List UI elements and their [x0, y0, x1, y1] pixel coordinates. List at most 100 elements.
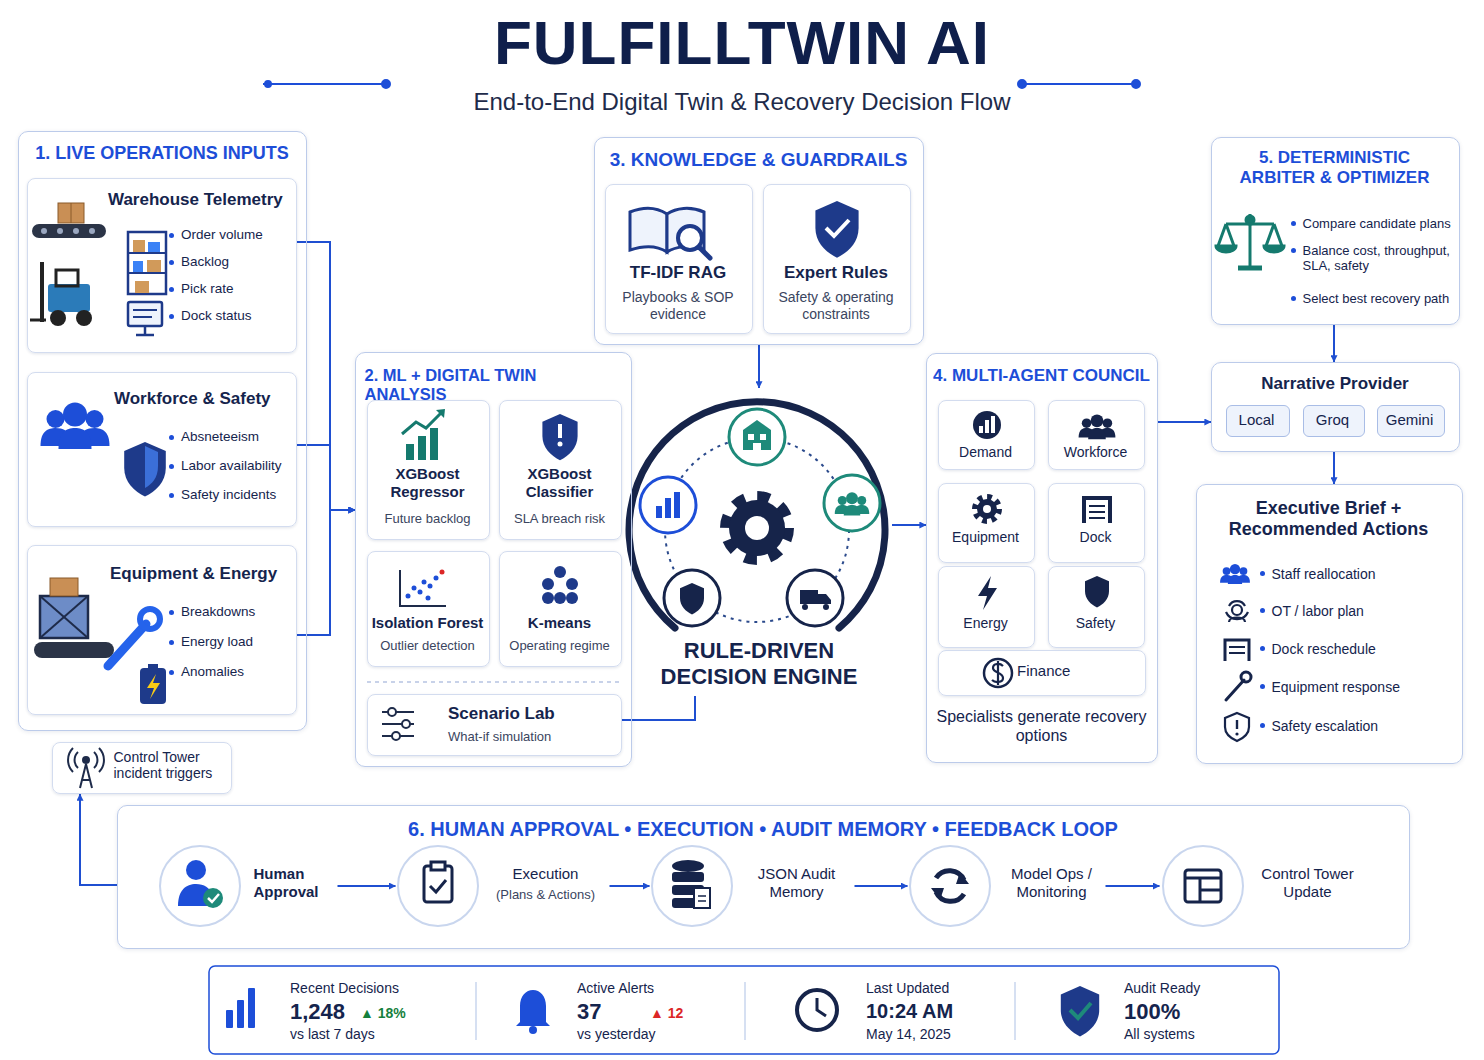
- bullet-text: Staff reallocation: [1272, 566, 1452, 583]
- node-heading: Narrative Provider: [1211, 374, 1460, 394]
- process-box: Control Tower incident triggers: [52, 742, 232, 794]
- node-heading: Isolation Forest: [366, 614, 489, 632]
- panel-box: 4. MULTI-AGENT COUNCILSpecialists genera…: [926, 353, 1158, 763]
- process-box: Equipment: [938, 483, 1035, 563]
- bullet-text: Backlog: [181, 254, 291, 270]
- flow-arrow: [610, 885, 650, 887]
- bullet-text: Compare candidate plans: [1303, 216, 1453, 232]
- node-heading: Control Tower Update: [1252, 865, 1364, 901]
- flow-arrow: [1106, 885, 1160, 887]
- provider-pill: Local: [1226, 405, 1290, 437]
- process-box: XGBoost ClassifierSLA breach risk: [499, 400, 622, 540]
- node-text: May 14, 2025: [866, 1026, 1006, 1043]
- bullet-dot: [169, 314, 174, 319]
- label-group: Human Approval: [158, 843, 338, 929]
- flow-arrow: [297, 242, 356, 510]
- label-group: Active Alerts 37 ▲ 12 vs yesterday: [510, 974, 740, 1048]
- node-text: Playbooks & SOP evidence: [610, 289, 746, 323]
- bullet-dot: [169, 670, 174, 675]
- provider-pill: Groq: [1303, 405, 1365, 437]
- provider-pill: Gemini: [1377, 405, 1445, 437]
- process-box: Warehouse TelemetryOrder volumeBacklogPi…: [27, 178, 297, 353]
- label-group: Audit Ready100%All systems: [1050, 974, 1270, 1048]
- node-text: 10:24 AM: [866, 999, 1006, 1023]
- flow-arrow: [338, 885, 396, 887]
- node-heading: Last Updated: [866, 980, 1006, 997]
- bullet-text: Balance cost, throughput, SLA, safety: [1303, 243, 1453, 274]
- node-heading: 1. LIVE OPERATIONS INPUTS: [18, 143, 307, 165]
- node-heading: Active Alerts: [577, 980, 737, 997]
- node-heading: Gemini: [1377, 411, 1443, 429]
- node-text: 37: [577, 999, 637, 1025]
- node-text: (Plans & Actions): [486, 887, 606, 903]
- node-heading: Local: [1226, 411, 1288, 429]
- node-heading: Audit Ready: [1124, 980, 1264, 997]
- bullet-dot: [169, 493, 174, 498]
- node-heading: 4. MULTI-AGENT COUNCIL: [926, 366, 1158, 386]
- title: FULFILLTWIN AI: [0, 6, 1484, 80]
- bullet-text: Equipment response: [1272, 679, 1452, 696]
- bullet-text: Safety escalation: [1272, 718, 1452, 735]
- bullet-text: Dock reschedule: [1272, 641, 1452, 658]
- node-heading: XGBoost Regressor: [366, 465, 489, 501]
- panel-box: Narrative ProviderLocal Groq Gemini: [1211, 362, 1460, 452]
- bullet-dot: [1260, 723, 1265, 728]
- flow-arrow: [855, 885, 908, 887]
- bullet-text: Anomalies: [181, 664, 291, 680]
- flow-arrow: [297, 510, 356, 635]
- node-heading: Executive Brief + Recommended Actions: [1210, 498, 1448, 541]
- bullet-dot: [1291, 248, 1296, 253]
- bullet-dot: [169, 435, 174, 440]
- node-text: 1,248: [290, 999, 362, 1025]
- process-box: Expert RulesSafety & operating constrain…: [763, 184, 911, 334]
- node-text: Future backlog: [370, 511, 485, 527]
- node-heading: Scenario Lab: [448, 704, 616, 724]
- node-heading: Finance: [1017, 662, 1127, 680]
- node-heading: Model Ops / Monitoring: [1000, 865, 1104, 901]
- node-text: ▲ 18%: [360, 1005, 430, 1022]
- label-group: Control Tower Update: [1160, 843, 1370, 929]
- node-text: vs yesterday: [577, 1026, 737, 1043]
- panel-box: 5. DETERMINISTIC ARBITER & OPTIMIZERComp…: [1211, 137, 1460, 325]
- node-heading: JSON Audit Memory: [742, 865, 852, 901]
- caption: End-to-End Digital Twin & Recovery Decis…: [0, 88, 1484, 117]
- node-heading: XGBoost Classifier: [498, 465, 621, 501]
- bullet-dot: [1260, 571, 1265, 576]
- node-heading: Execution: [486, 865, 606, 883]
- bullet-dot: [169, 287, 174, 292]
- bullet-text: Dock status: [181, 308, 291, 324]
- bullet-text: Energy load: [181, 634, 291, 650]
- bullet-dot: [169, 260, 174, 265]
- bullet-dot: [1260, 646, 1265, 651]
- label-group: Model Ops / Monitoring: [908, 843, 1106, 929]
- node-heading: Energy: [937, 615, 1034, 632]
- process-box: Workforce: [1048, 400, 1145, 470]
- panel-box: 1. LIVE OPERATIONS INPUTS Warehouse Telem…: [18, 131, 307, 731]
- node-heading: Recent Decisions: [290, 980, 460, 997]
- label-group: RULE-DRIVEN DECISION ENGINE: [626, 388, 892, 696]
- bullet-text: Absneteeism: [181, 429, 291, 445]
- process-box: Energy: [938, 566, 1035, 648]
- process-box: Safety: [1048, 566, 1145, 648]
- node-heading: 3. KNOWLEDGE & GUARDRAILS: [594, 149, 924, 172]
- node-text: Safety & operating constraints: [768, 289, 904, 323]
- node-heading: 6. HUMAN APPROVAL • EXECUTION • AUDIT ME…: [117, 817, 1410, 841]
- process-box: Equipment & EnergyBreakdownsEnergy loadA…: [27, 545, 297, 715]
- node-text: ▲ 12: [650, 1005, 710, 1022]
- node-text: What-if simulation: [448, 729, 616, 745]
- node-text: Outlier detection: [370, 638, 485, 654]
- node-heading: Workforce & Safety: [114, 389, 292, 409]
- node-heading: Groq: [1303, 411, 1363, 429]
- node-heading: Workforce: [1047, 444, 1144, 461]
- flow-arrow: [1158, 421, 1211, 423]
- node-heading: TF-IDF RAG: [604, 263, 752, 283]
- node-heading: Demand: [937, 444, 1034, 461]
- node-heading: Human Approval: [254, 865, 334, 901]
- node-heading: Equipment & Energy: [110, 564, 292, 584]
- bullet-dot: [1260, 608, 1265, 613]
- flow-arrow: [892, 524, 926, 526]
- node-heading: Expert Rules: [762, 263, 910, 283]
- node-heading: Safety: [1047, 615, 1144, 632]
- label-group: Last Updated 10:24 AM May 14, 2025: [790, 974, 1010, 1048]
- flow-arrow: [297, 445, 356, 510]
